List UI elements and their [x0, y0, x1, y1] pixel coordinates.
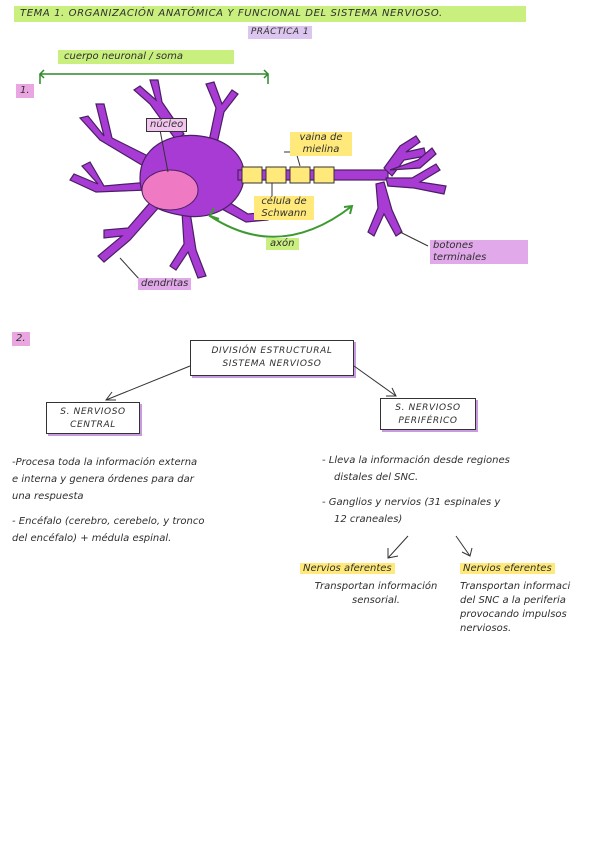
central-node: S. NERVIOSO CENTRAL [46, 402, 140, 434]
central-note-line: -Procesa toda la información externa [12, 457, 198, 468]
myelin-label: vaina de mielina [290, 132, 352, 156]
axon-label: axón [266, 238, 299, 250]
afferent-block: Nervios aferentes Transportan informació… [300, 562, 452, 608]
central-note-line: del encéfalo) + médula espinal. [12, 533, 172, 544]
peripheral-note-line: - Lleva la información desde regiones [322, 455, 510, 466]
root-node-line2: SISTEMA NERVIOSO [222, 359, 322, 369]
page-subtitle: PRÁCTICA 1 [248, 26, 312, 39]
afferent-desc-line: Transportan información [314, 581, 438, 592]
peripheral-node: S. NERVIOSO PERIFÉRICO [380, 398, 476, 430]
dendrites-label: dendritas [138, 278, 192, 290]
peripheral-note-line: 12 craneales) [334, 514, 403, 525]
central-note-line: e interna y genera órdenes para dar [12, 474, 194, 485]
efferent-desc-line: provocando impulsos [460, 609, 567, 620]
afferent-title: Nervios aferentes [300, 563, 395, 574]
central-notes: -Procesa toda la información externa e i… [12, 454, 282, 547]
peripheral-note-line: distales del SNC. [334, 472, 419, 483]
efferent-desc-line: Transportan informaci [460, 581, 571, 592]
root-node: DIVISIÓN ESTRUCTURAL SISTEMA NERVIOSO [190, 340, 354, 376]
tree-connectors [105, 365, 473, 559]
central-note-line: una respuesta [12, 491, 84, 502]
nucleus-label: núcleo [146, 118, 188, 132]
nucleus-shape [141, 169, 199, 211]
section-1-number: 1. [16, 84, 34, 98]
peripheral-node-line2: PERIFÉRICO [398, 416, 458, 426]
peripheral-notes: - Lleva la información desde regiones di… [322, 452, 592, 528]
page-title: TEMA 1. ORGANIZACIÓN ANATÓMICA Y FUNCION… [14, 6, 526, 22]
soma-label: cuerpo neuronal / soma [58, 50, 234, 64]
efferent-title: Nervios eferentes [460, 563, 555, 574]
efferent-block: Nervios eferentes Transportan informaci … [460, 562, 598, 636]
peripheral-note-line: - Ganglios y nervios (31 espinales y [322, 497, 501, 508]
central-note-line: - Encéfalo (cerebro, cerebelo, y tronco [12, 516, 205, 527]
afferent-desc-line: sensorial. [351, 595, 400, 606]
neuron-diagram [38, 69, 447, 281]
peripheral-node-line1: S. NERVIOSO [395, 403, 461, 413]
section-2-number: 2. [12, 332, 30, 346]
central-node-line1: S. NERVIOSO [60, 407, 126, 417]
root-node-line1: DIVISIÓN ESTRUCTURAL [211, 346, 333, 356]
efferent-desc-line: nerviosos. [460, 623, 512, 634]
efferent-desc-line: del SNC a la periferia [460, 595, 566, 606]
terminals-label: botones terminales [430, 240, 528, 264]
central-node-line2: CENTRAL [70, 420, 116, 430]
schwann-label: célula de Schwann [254, 196, 314, 220]
myelin-segments [241, 166, 335, 184]
